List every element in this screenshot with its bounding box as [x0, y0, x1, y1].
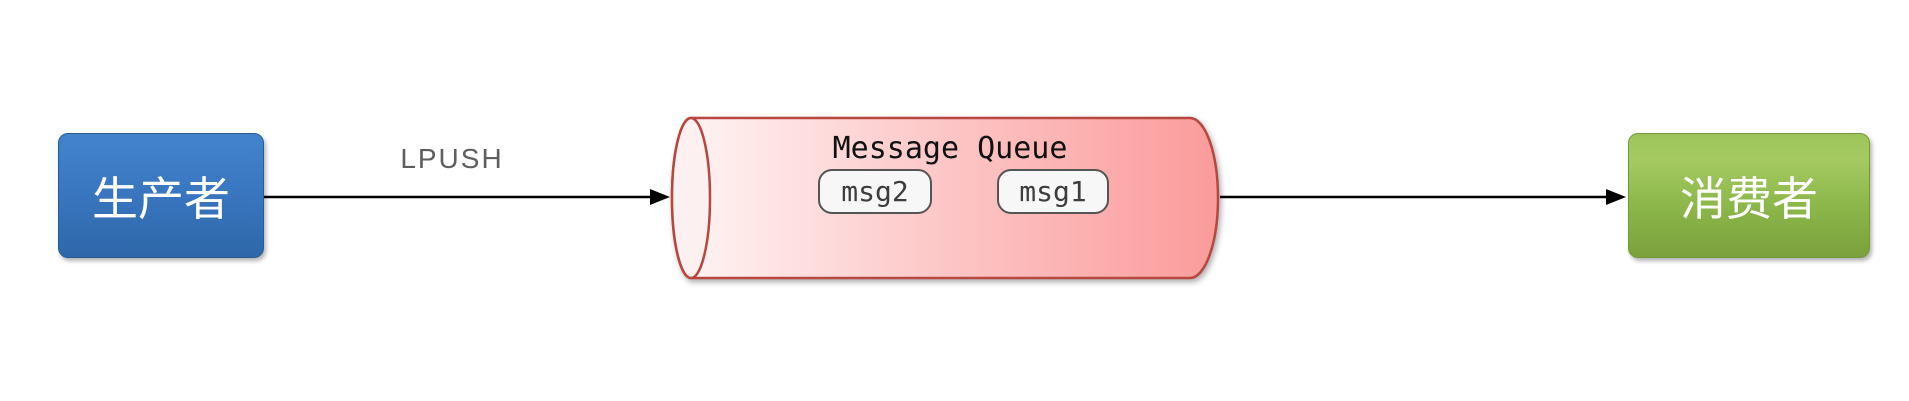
- queue-cylinder: [670, 116, 1220, 280]
- producer-box: 生产者: [58, 133, 264, 258]
- producer-label: 生产者: [92, 172, 230, 225]
- arrowhead-icon: [650, 189, 670, 205]
- message-label: msg2: [841, 175, 909, 208]
- lpush-arrow: [264, 189, 670, 205]
- message-label: msg1: [1019, 175, 1087, 208]
- lpush-arrow-label: LPUSH: [400, 143, 504, 174]
- message-chip: msg2: [818, 169, 932, 214]
- cylinder-end-cap: [670, 116, 712, 280]
- consumer-box: 消费者: [1628, 133, 1870, 258]
- queue-title: Message Queue: [832, 131, 1068, 166]
- message-chip: msg1: [997, 169, 1109, 214]
- consumer-label: 消费者: [1680, 172, 1818, 225]
- consume-arrow: [1220, 189, 1626, 205]
- arrowhead-icon: [1606, 189, 1626, 205]
